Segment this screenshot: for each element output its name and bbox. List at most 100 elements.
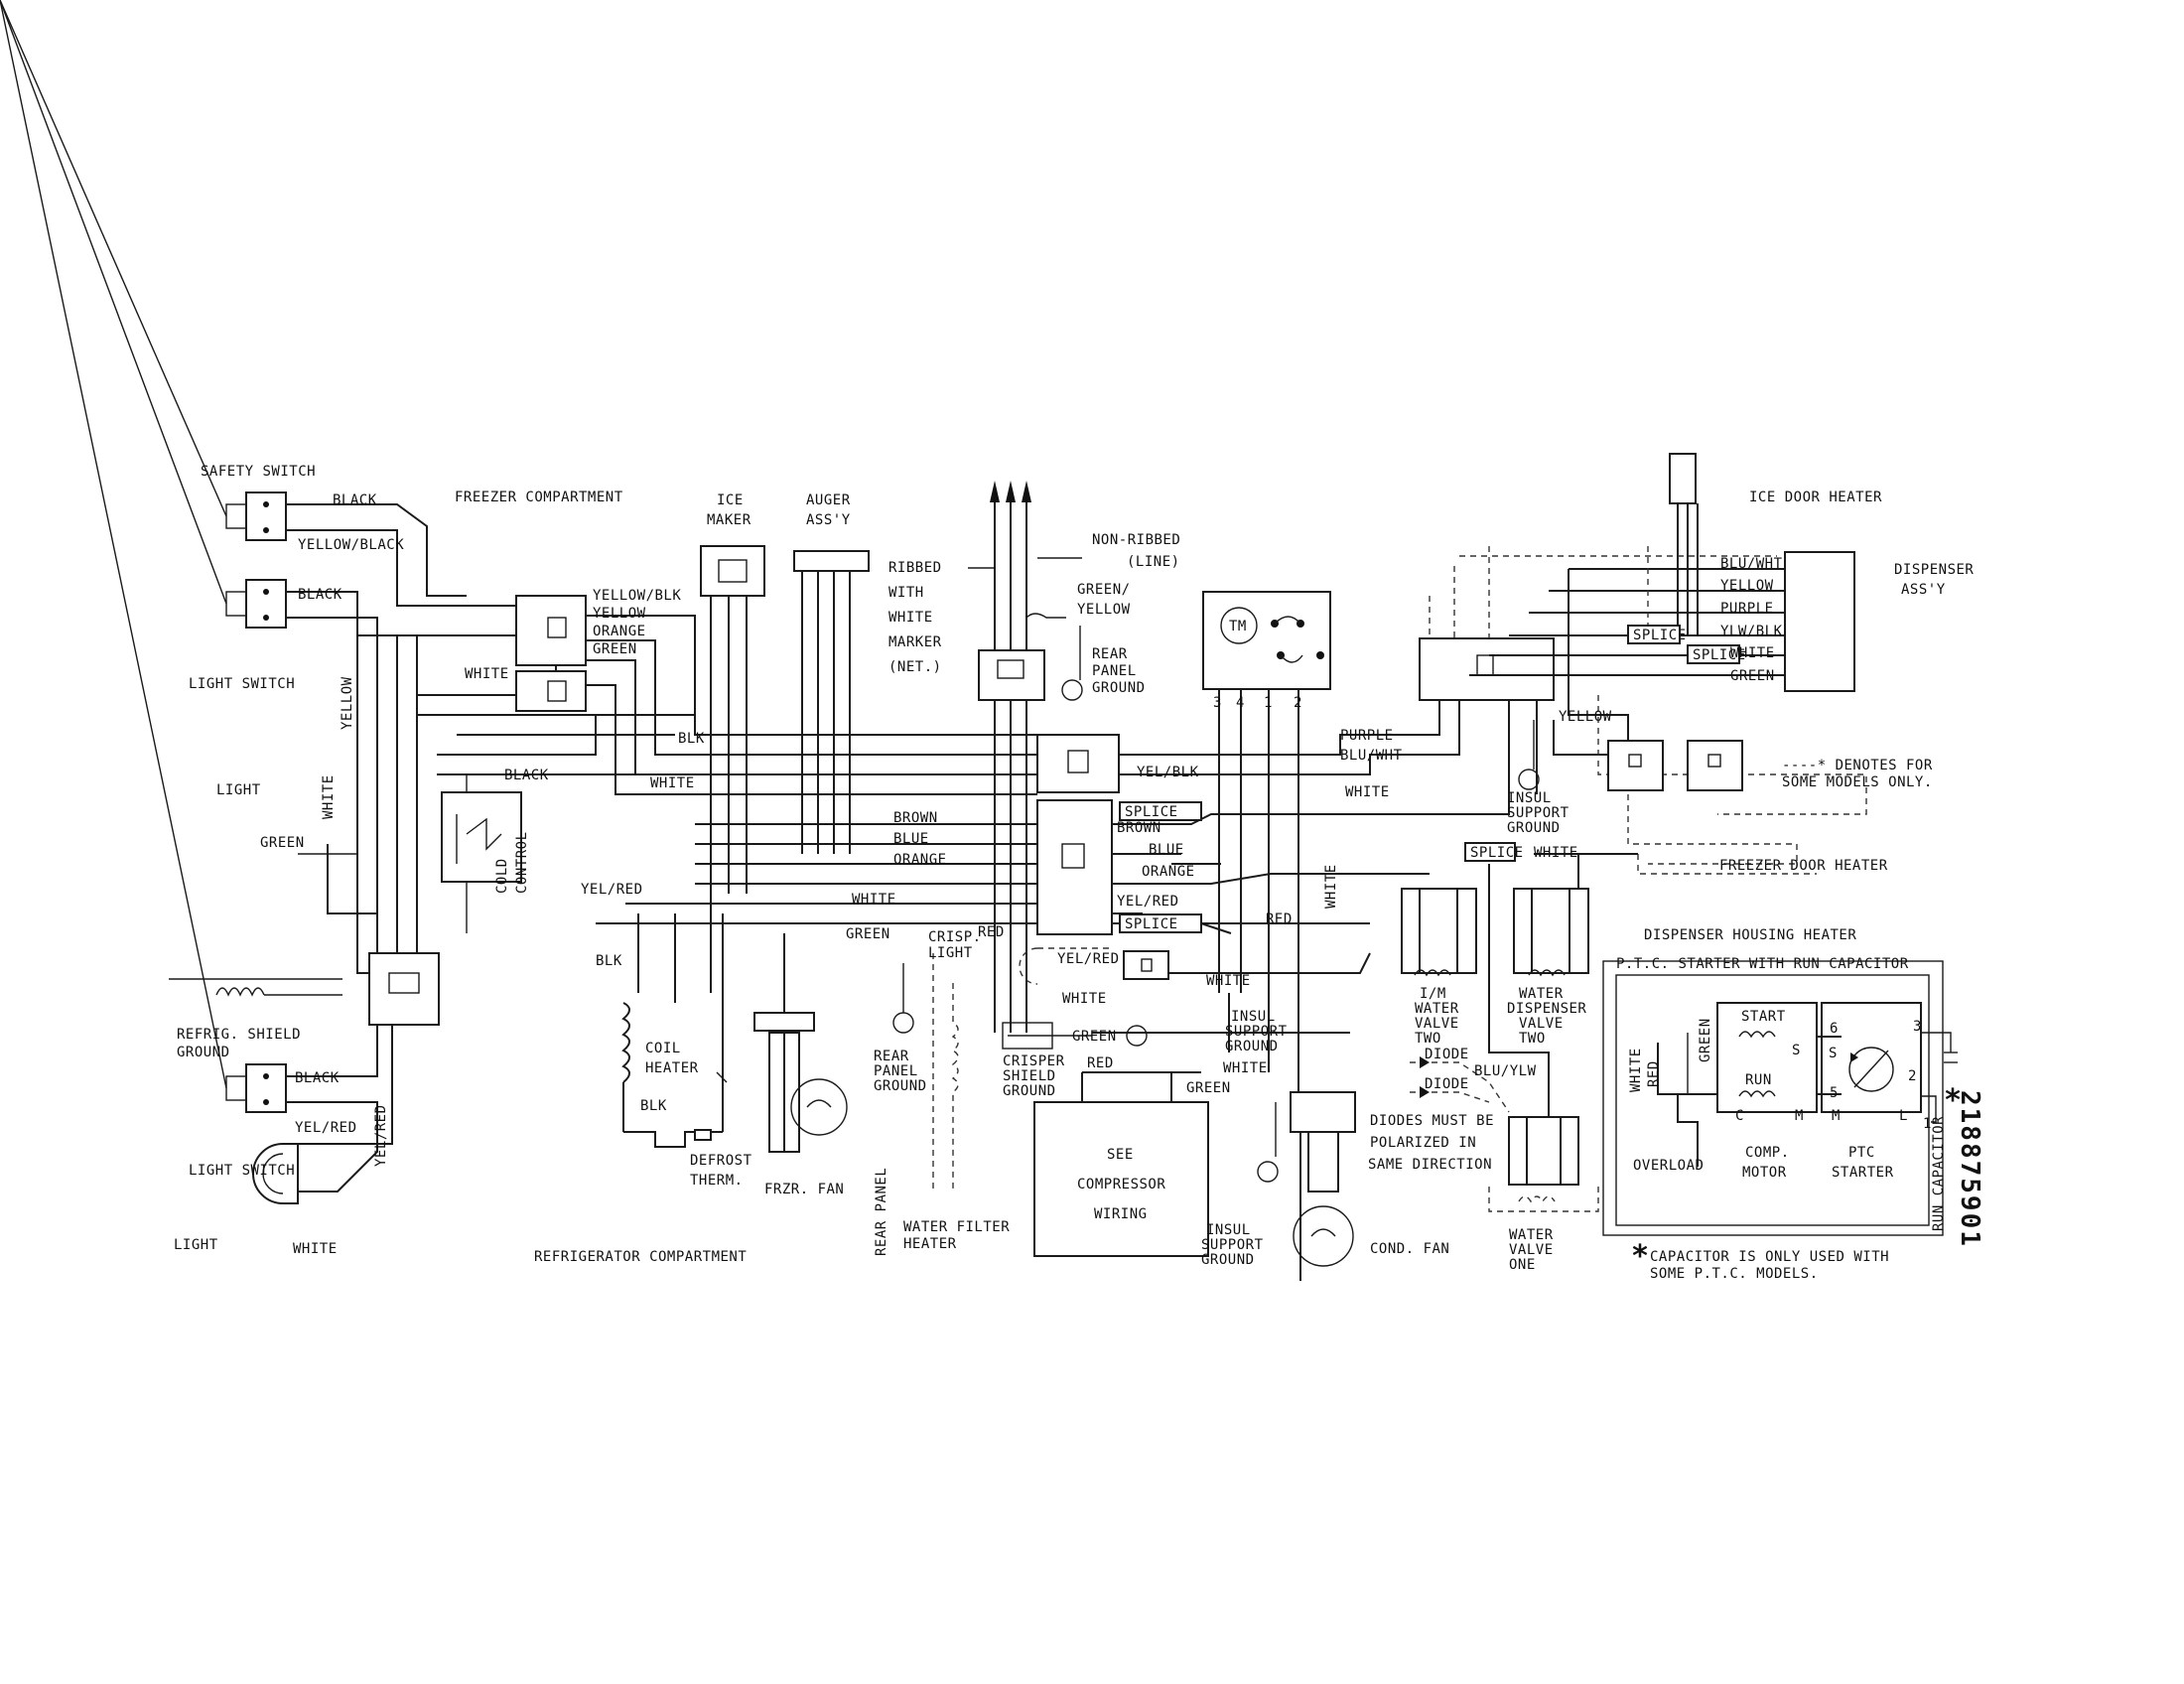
wire-label-splice-1: SPLICE xyxy=(1125,804,1178,820)
diodes-note-2: POLARIZED IN xyxy=(1370,1135,1476,1151)
wire-label-blk-2: BLK xyxy=(596,953,622,969)
ptc-terminal-3: 3 xyxy=(1913,1019,1922,1035)
rear-panel-label: REAR PANEL xyxy=(874,1168,889,1256)
wire-label-yel-red-4: YEL/RED xyxy=(295,1120,357,1136)
im-water-valve-two-label-3: VALVE xyxy=(1415,1016,1459,1032)
wire-label-ylw-blk: YLW/BLK xyxy=(1720,624,1783,639)
dispenser-assy-box xyxy=(1784,551,1855,692)
wire-label-green-5: GREEN xyxy=(1186,1080,1231,1096)
cold-control-label-1: COLD xyxy=(494,858,510,894)
coil-heater-symbol xyxy=(621,913,728,1132)
non-ribbed-label-1: NON-RIBBED xyxy=(1092,532,1180,548)
wire-label-green-6: GREEN xyxy=(1730,668,1775,684)
water-valve-one-symbol xyxy=(1488,1116,1599,1212)
cond-fan-symbol xyxy=(1290,1091,1356,1281)
ice-door-heater-label: ICE DOOR HEATER xyxy=(1749,490,1882,505)
splice-box-3 xyxy=(1464,842,1516,862)
insul-support-ground-3-label-3: GROUND xyxy=(1507,820,1561,836)
refrig-shield-ground-label-1: REFRIG. SHIELD xyxy=(177,1027,301,1043)
ptc-white-label: WHITE xyxy=(1628,1048,1644,1092)
frzr-fan-symbol xyxy=(753,933,848,1153)
wire-label-blk-1: BLK xyxy=(678,731,705,747)
wire-label-white-vert-2: WHITE xyxy=(1323,864,1339,909)
wire-label-black-3: BLACK xyxy=(504,768,549,783)
water-dispenser-valve-two-label-2: DISPENSER xyxy=(1507,1001,1586,1017)
auger-assy-label-2: ASS'Y xyxy=(806,512,851,528)
rear-panel-ground-label-1: REAR xyxy=(1092,646,1128,662)
ribbed-label-1: RIBBED xyxy=(888,560,942,576)
insul-support-ground-1-label-3: GROUND xyxy=(1225,1039,1279,1054)
ptc-start-label: START xyxy=(1741,1009,1786,1025)
frzr-fan-label: FRZR. FAN xyxy=(764,1182,844,1197)
im-water-valve-two-label-1: I/M xyxy=(1420,986,1446,1002)
central-connector-main xyxy=(1036,799,1113,935)
wire-label-white-4: WHITE xyxy=(852,892,896,908)
wire-label-splice-4: SPLICE xyxy=(1633,628,1687,643)
coil-heater-label-2: HEATER xyxy=(645,1060,699,1076)
central-connector-upper xyxy=(1036,734,1120,793)
wire-label-splice-5: SPLICE xyxy=(1693,647,1746,663)
water-dispenser-valve-two-symbol xyxy=(1513,888,1589,977)
light-bottom-bulb xyxy=(252,1143,299,1204)
wire-label-brown-1: BROWN xyxy=(893,810,938,826)
diodes-note-3: SAME DIRECTION xyxy=(1368,1157,1492,1173)
wire-label-yellow-vert: YELLOW xyxy=(340,676,355,730)
insul-support-ground-2-label-2: SUPPORT xyxy=(1201,1237,1264,1253)
diodes-symbol xyxy=(1410,1056,1510,1113)
ribbed-label-3: WHITE xyxy=(888,610,933,626)
wire-label-green-1: GREEN xyxy=(260,835,305,851)
wire-label-yellow-3: YELLOW xyxy=(1559,709,1612,725)
coil-heater-label-1: COIL xyxy=(645,1041,681,1056)
comp-motor-box xyxy=(1716,1002,1818,1113)
timer-terminal-4: 4 xyxy=(1236,695,1245,711)
ptc-green-label: GREEN xyxy=(1698,1018,1713,1062)
wire-label-brown-2: BROWN xyxy=(1117,820,1161,836)
crisper-shield-ground-label-3: GROUND xyxy=(1003,1083,1056,1099)
ptc-l-label: L xyxy=(1899,1108,1908,1124)
tm-label: TM xyxy=(1229,619,1247,634)
crisp-light-symbol xyxy=(1019,947,1112,985)
light-top-label: LIGHT xyxy=(216,782,261,798)
crisp-light-label-2: LIGHT xyxy=(928,945,973,961)
freezer-door-heater-label: FREEZER DOOR HEATER xyxy=(1719,858,1888,874)
safety-switch xyxy=(0,0,287,541)
water-valve-one-label-3: ONE xyxy=(1509,1257,1536,1273)
crisper-shield-ground-symbol xyxy=(1002,1022,1148,1050)
light-switch-bottom-label: LIGHT SWITCH xyxy=(189,1163,295,1179)
wire-label-splice-2: SPLICE xyxy=(1125,916,1178,932)
compressor-box xyxy=(1033,1072,1209,1257)
ptc-s2-label: S xyxy=(1829,1046,1838,1061)
wire-label-white-10: WHITE xyxy=(293,1241,338,1257)
rear-panel-ground-symbol xyxy=(1061,626,1083,701)
auger-assy-box xyxy=(793,550,870,854)
see-compressor-wiring-label-2: COMPRESSOR xyxy=(1077,1177,1165,1193)
im-water-valve-two-label-4: TWO xyxy=(1415,1031,1441,1047)
refrig-shield-ground-label-2: GROUND xyxy=(177,1045,230,1060)
capacitor-note-asterisk: * xyxy=(1631,1239,1650,1274)
ptc-red-label: RED xyxy=(1646,1060,1662,1087)
water-dispenser-valve-two-label-3: VALVE xyxy=(1519,1016,1564,1032)
rear-panel-ground-label-2: PANEL xyxy=(1092,663,1137,679)
wire-label-white-9: WHITE xyxy=(1534,845,1578,861)
wire-label-red-2: RED xyxy=(1266,912,1293,927)
wire-label-orange-2: ORANGE xyxy=(893,852,947,868)
ice-maker-box xyxy=(700,545,765,993)
wire-label-white-3: WHITE xyxy=(650,775,695,791)
ptc-c-label: C xyxy=(1735,1108,1744,1124)
wire-label-white-8: WHITE xyxy=(1223,1060,1268,1076)
insul-support-ground-2-symbol xyxy=(1257,1102,1279,1183)
cold-control-box xyxy=(441,791,522,883)
water-filter-heater-label-1: WATER FILTER xyxy=(903,1219,1010,1235)
refrig-shield-ground-symbol xyxy=(169,978,342,997)
ptc-ptc-starter-label-2: STARTER xyxy=(1832,1165,1894,1181)
water-dispenser-valve-two-label-1: WATER xyxy=(1519,986,1564,1002)
wire-label-white-7: WHITE xyxy=(1206,973,1251,989)
insul-support-ground-1-label-1: INSUL xyxy=(1231,1009,1276,1025)
ptc-terminal-6: 6 xyxy=(1830,1021,1839,1037)
see-compressor-wiring-label-3: WIRING xyxy=(1094,1206,1148,1222)
wire-label-green-3: GREEN xyxy=(846,926,890,942)
ptc-terminal-1: 1 xyxy=(1923,1116,1932,1132)
rear-panel-ground-label-3: GROUND xyxy=(1092,680,1146,696)
wire-label-black-4: BLACK xyxy=(295,1070,340,1086)
